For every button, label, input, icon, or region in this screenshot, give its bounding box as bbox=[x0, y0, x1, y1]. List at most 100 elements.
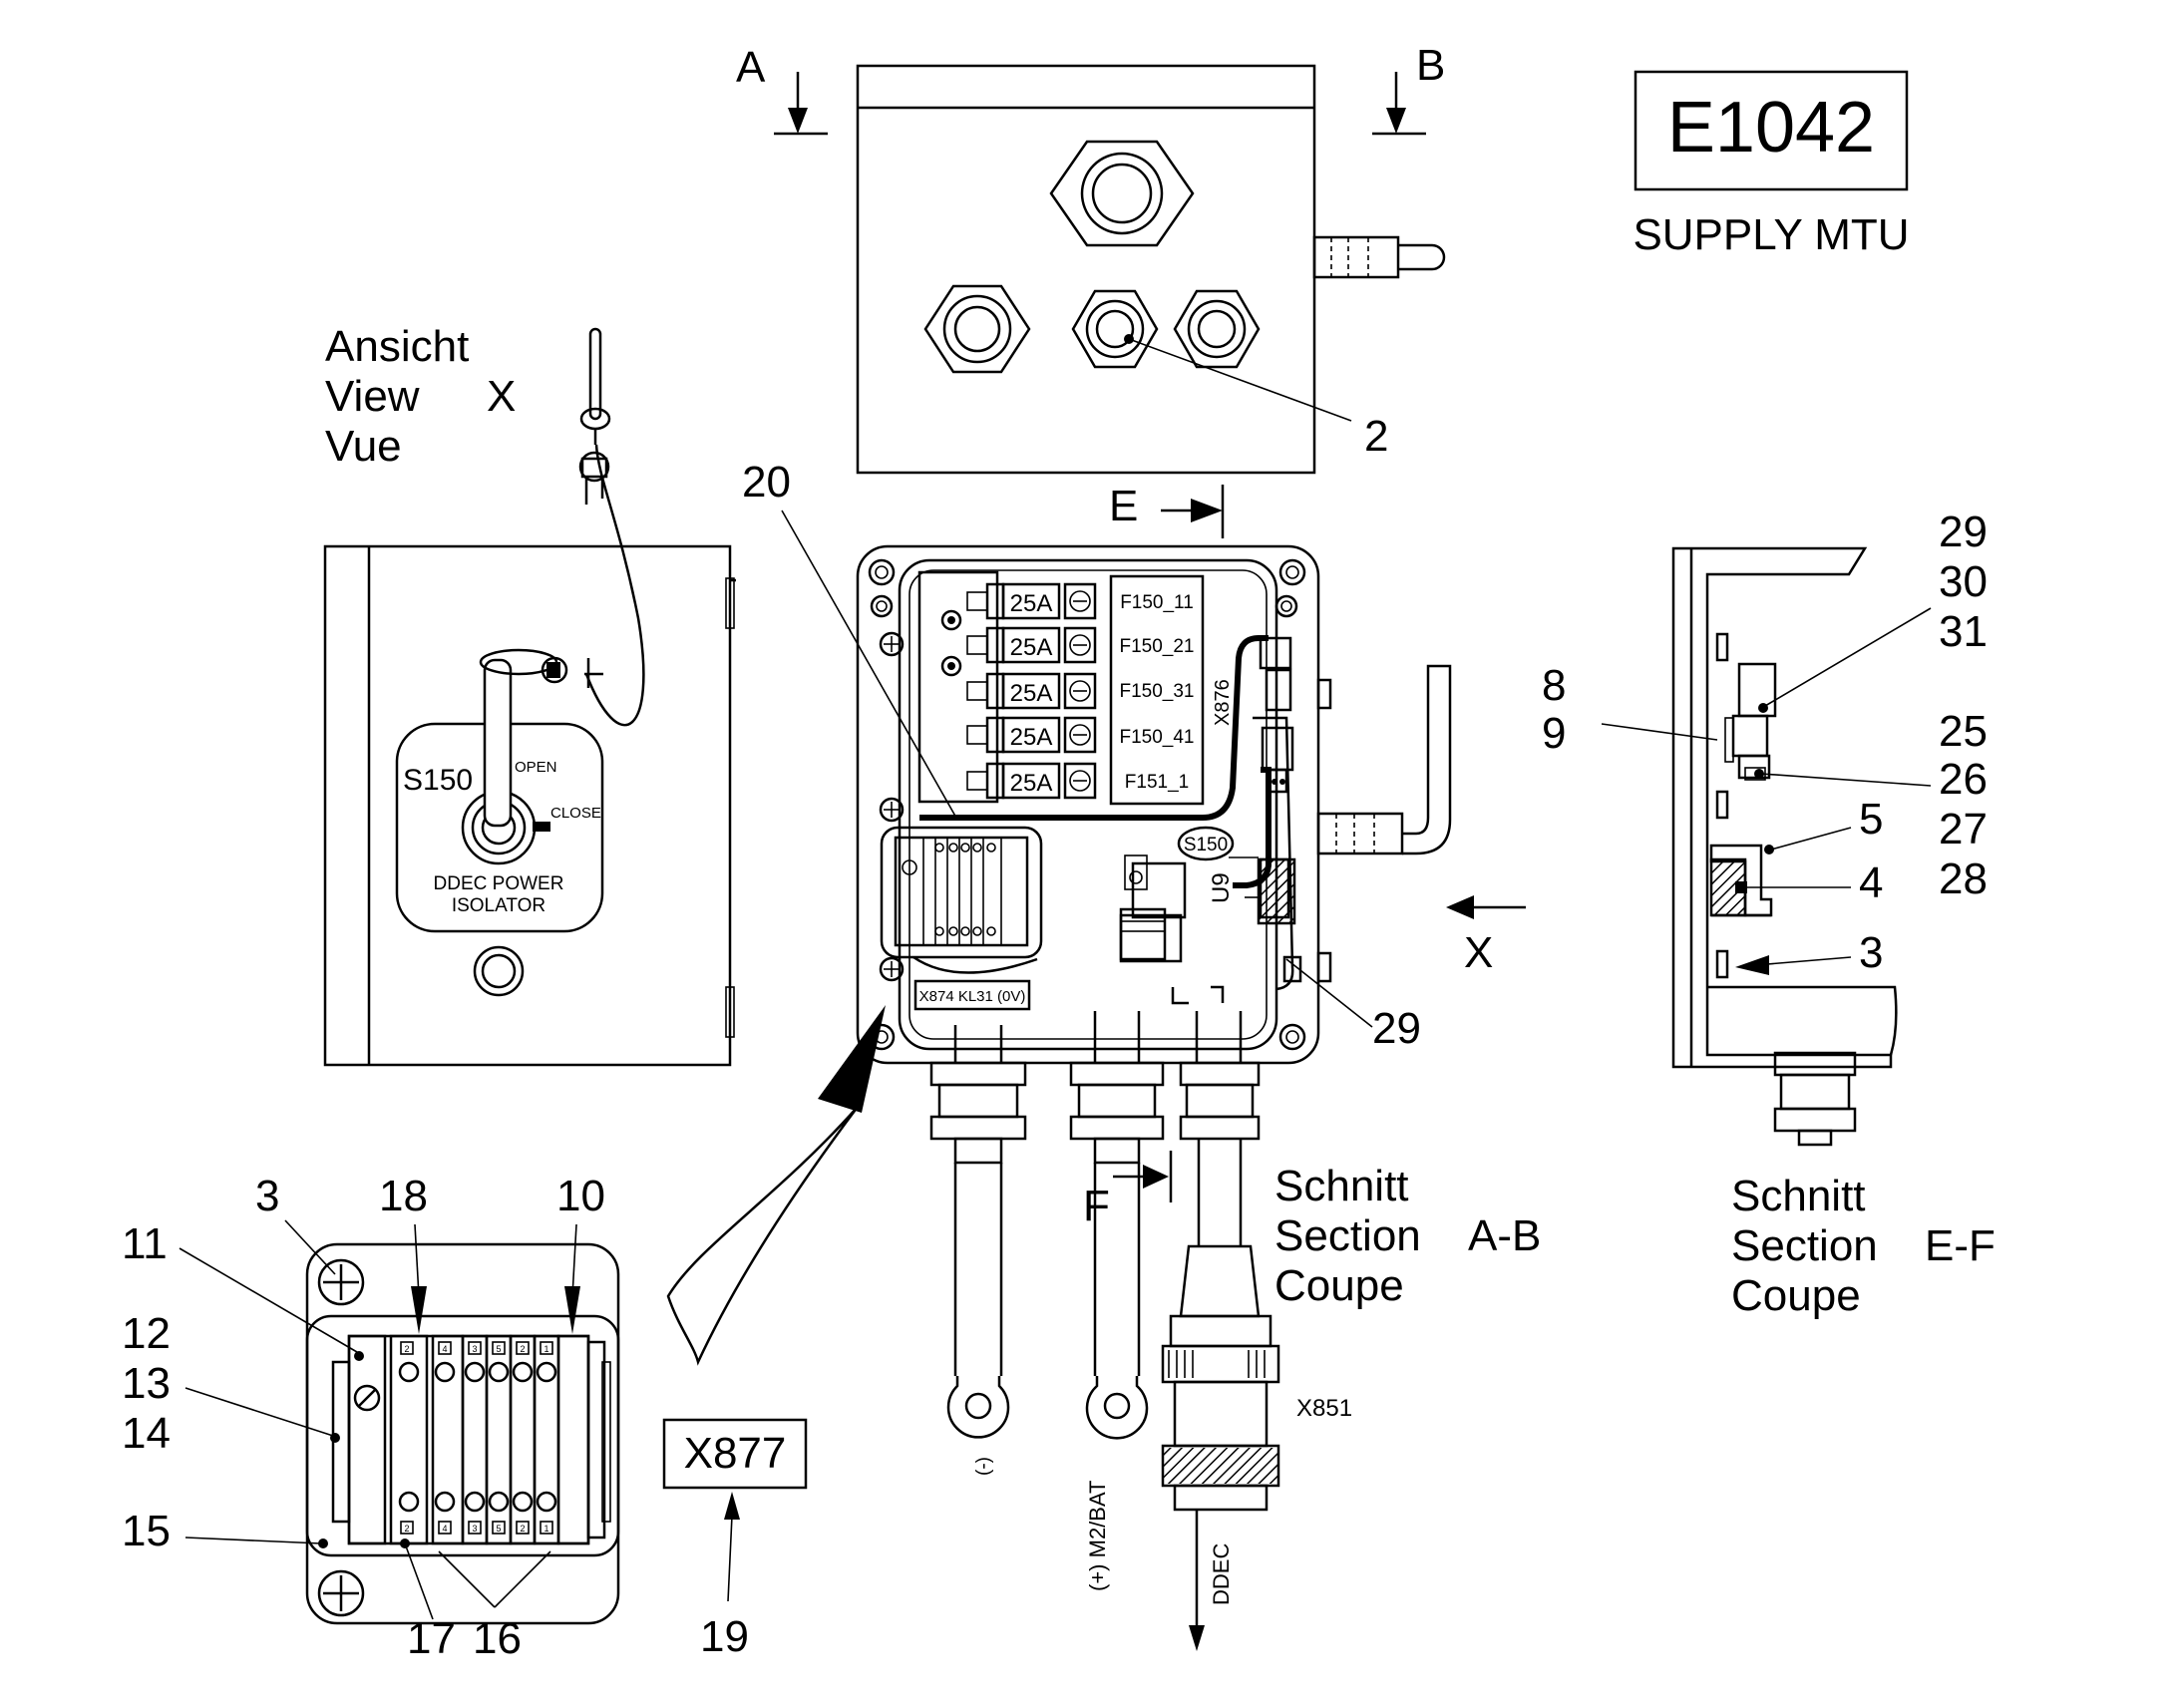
fuse-rating-4: 25A bbox=[1010, 724, 1053, 751]
item-2: 2 bbox=[1364, 412, 1388, 461]
fuse-row-4: 25A bbox=[966, 716, 1097, 754]
detail-screw-top bbox=[317, 1258, 365, 1306]
fuse-label-2: F150_21 bbox=[1119, 636, 1194, 657]
ground-screw-2 bbox=[879, 797, 905, 823]
section-ef-line-1: Schnitt bbox=[1731, 1172, 1866, 1220]
fuse-f150-11[interactable] bbox=[1001, 582, 1061, 620]
section-ef-caption: Schnitt Section Coupe E-F bbox=[1731, 1172, 1996, 1320]
fuse-rating-3: 25A bbox=[1010, 680, 1053, 707]
mark-bot-6: 1 bbox=[544, 1524, 548, 1534]
u9-label: U9 bbox=[1208, 872, 1235, 903]
corner-screw-br bbox=[1278, 1023, 1306, 1051]
x851-label: X851 bbox=[1296, 1395, 1352, 1422]
title-block: E1042 SUPPLY MTU bbox=[1633, 70, 1910, 259]
side-bolt-1 bbox=[1316, 678, 1332, 710]
section-ab-line-1: Schnitt bbox=[1274, 1162, 1409, 1210]
fuse-label-5: F151_1 bbox=[1125, 772, 1189, 793]
fuse-f150-41[interactable] bbox=[1001, 716, 1061, 754]
isolator-key-icon[interactable] bbox=[461, 658, 550, 865]
x877-tag-label: X877 bbox=[684, 1429, 787, 1478]
cable-neg-label: (-) bbox=[973, 1457, 994, 1476]
mark-top-5: 2 bbox=[520, 1344, 525, 1354]
fuse-f150-31[interactable] bbox=[1001, 672, 1061, 710]
side-pin bbox=[1312, 235, 1446, 279]
item-31: 31 bbox=[1939, 607, 1988, 656]
detail-end-screw bbox=[353, 1384, 381, 1412]
housing-main-view: 25A 25A 25A 25A bbox=[856, 544, 1452, 1512]
section-ab-line-3: Coupe bbox=[1274, 1261, 1404, 1310]
fuse-rating-5: 25A bbox=[1010, 770, 1053, 797]
view-x-line-1: Ansicht bbox=[325, 322, 469, 371]
mark-top-6: 1 bbox=[544, 1344, 548, 1354]
x877-tag bbox=[662, 1418, 808, 1490]
mark-top-3: 3 bbox=[472, 1344, 477, 1354]
inner-screw-2 bbox=[1274, 594, 1298, 618]
mark-bot-5: 2 bbox=[520, 1524, 525, 1534]
s150-tag bbox=[1177, 826, 1235, 861]
arrow-b-label: B bbox=[1416, 41, 1445, 90]
mark-top-2: 4 bbox=[442, 1344, 447, 1354]
terminal-detail-labels: 3 18 10 11 12 13 14 15 17 16 bbox=[122, 1172, 605, 1663]
section-arrow-a: A bbox=[736, 43, 828, 136]
corner-screw-tl bbox=[868, 558, 896, 586]
item-10: 10 bbox=[556, 1172, 605, 1220]
connector-x876-label: X876 bbox=[1212, 679, 1234, 726]
isolator-close-label: CLOSE bbox=[550, 805, 601, 822]
fuse-label-3: F150_31 bbox=[1119, 681, 1194, 702]
item-3-detail: 3 bbox=[255, 1172, 279, 1220]
fuse-holder-frame bbox=[917, 570, 999, 804]
item-28: 28 bbox=[1939, 854, 1988, 903]
cable-gland-large bbox=[1049, 140, 1195, 247]
fuse-f150-21[interactable] bbox=[1001, 626, 1061, 664]
indicator-lamp bbox=[473, 945, 525, 997]
bottom-gland-neg bbox=[929, 1025, 1027, 1439]
item-26: 26 bbox=[1939, 755, 1988, 804]
arrow-x-label: X bbox=[1464, 928, 1493, 977]
section-arrow-b: B bbox=[1372, 41, 1445, 136]
section-ab-line-2: Section bbox=[1274, 1211, 1421, 1260]
fuse-row-5: 25A bbox=[966, 762, 1097, 800]
item-20: 20 bbox=[742, 458, 791, 507]
section-ef-view bbox=[1671, 546, 1898, 1147]
view-arrow-x: X bbox=[1446, 895, 1526, 977]
drawing-id: E1042 bbox=[1667, 88, 1875, 168]
section-ab-caption: Schnitt Section Coupe A-B bbox=[1274, 1162, 1541, 1310]
side-bolt-2 bbox=[1316, 951, 1332, 983]
section-ef-line-3: Coupe bbox=[1731, 1271, 1861, 1320]
arrow-e-label: E bbox=[1109, 482, 1138, 530]
section-ef-labels: 29 30 31 8 9 25 26 5 27 4 28 3 bbox=[1542, 508, 1988, 977]
fuse-row-1: 25A bbox=[966, 582, 1097, 620]
view-x-line-3: Vue bbox=[325, 422, 402, 471]
bottom-gland-ddec bbox=[1161, 1011, 1280, 1512]
arrow-f-label: F bbox=[1083, 1182, 1110, 1230]
side-bolt-3 bbox=[1282, 955, 1302, 983]
relay-u9: S150 U9 bbox=[1119, 826, 1296, 963]
terminal-detail: 2 4 3 5 2 1 2 4 3 5 2 1 bbox=[305, 1242, 620, 1625]
isolator-open-label: OPEN bbox=[515, 759, 557, 776]
item-29-main: 29 bbox=[1372, 1004, 1421, 1053]
housing-top-view: 2 bbox=[856, 64, 1446, 475]
terminal-marks-bottom: 2 4 3 5 2 1 bbox=[400, 1521, 553, 1535]
fuse-rating-2: 25A bbox=[1010, 634, 1053, 661]
isolator-caption-2: ISOLATOR bbox=[452, 895, 545, 916]
inner-screw-1 bbox=[870, 594, 894, 618]
fuse-label-4: F150_41 bbox=[1119, 727, 1194, 748]
item-18: 18 bbox=[379, 1172, 428, 1220]
item-16: 16 bbox=[473, 1614, 522, 1663]
item-15: 15 bbox=[122, 1507, 171, 1555]
item-14: 14 bbox=[122, 1409, 171, 1458]
item-11: 11 bbox=[122, 1219, 168, 1268]
corner-screw-tr bbox=[1278, 558, 1306, 586]
fuse-row-2: 25A bbox=[966, 626, 1097, 664]
screw-small-2 bbox=[940, 655, 962, 677]
ground-screw-1 bbox=[879, 631, 905, 657]
section-ef-line-2: Section bbox=[1731, 1221, 1878, 1270]
view-x-label: Ansicht View Vue X bbox=[325, 322, 516, 471]
view-x-line-2: View bbox=[325, 372, 420, 421]
view-x-housing: S150 OPEN CLOSE DDEC POWER ISOLATOR bbox=[323, 327, 736, 1067]
fuse-f151-1[interactable] bbox=[1001, 762, 1061, 800]
item-19: 19 bbox=[700, 1612, 749, 1661]
detail-arrow bbox=[666, 1005, 886, 1366]
section-arrow-e: E bbox=[1109, 482, 1225, 538]
key-lanyard bbox=[479, 327, 645, 727]
